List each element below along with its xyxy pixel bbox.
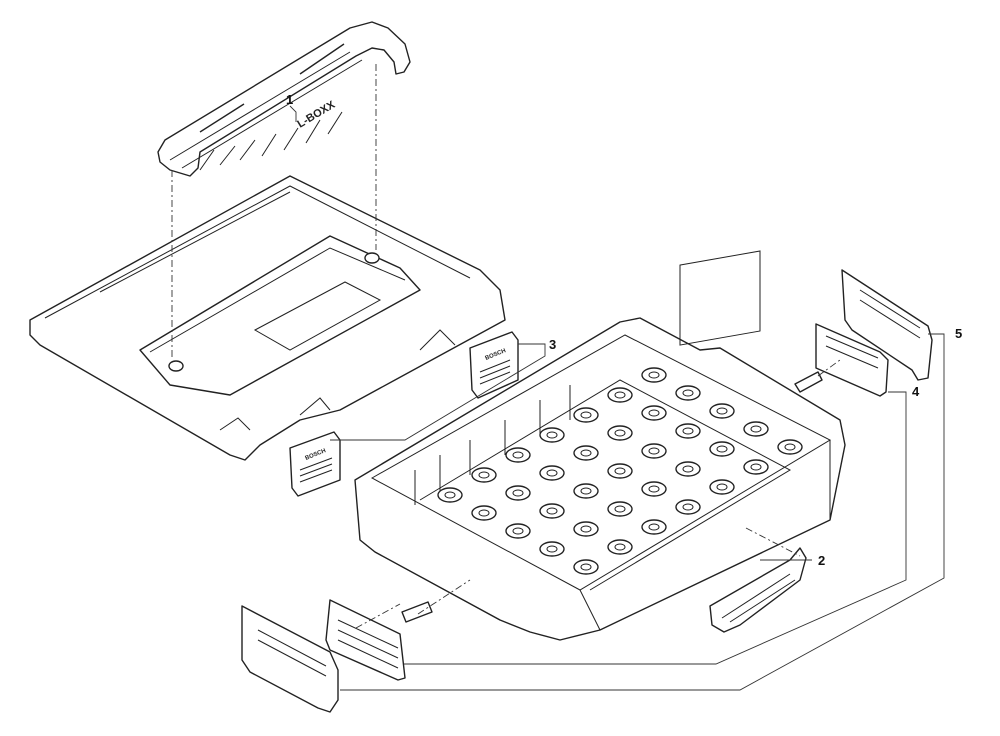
grid-cell-hub <box>750 463 762 471</box>
grid-cell-hub <box>682 427 694 435</box>
part-4-latch-left <box>325 599 433 681</box>
grid-cell-hub <box>716 483 728 491</box>
grid-cell-hub <box>546 431 558 439</box>
grid-cell-hub <box>682 503 694 511</box>
part-5-cover-left <box>241 605 339 713</box>
grid-cell-hub <box>580 563 592 571</box>
grid-cell-hub <box>580 449 592 457</box>
grid-cell <box>505 485 531 501</box>
part-1-carry-handle: L-BOXX <box>157 21 411 177</box>
grid-cell-hub <box>716 445 728 453</box>
grid-cell <box>505 523 531 539</box>
grid-cell <box>539 541 565 557</box>
grid-cell-hub <box>614 429 626 437</box>
grid-cell-hub <box>648 447 660 455</box>
grid-cell <box>743 421 769 437</box>
grid-cell <box>505 447 531 463</box>
grid-cell <box>675 461 701 477</box>
grid-cell-hub <box>614 391 626 399</box>
part-3-clip-upper: BOSCH <box>469 331 519 399</box>
grid-cell-hub <box>750 425 762 433</box>
grid-cell-hub <box>478 471 490 479</box>
grid-cell <box>607 501 633 517</box>
grid-cell-hub <box>512 527 524 535</box>
grid-cell <box>573 445 599 461</box>
grid-cell-hub <box>716 407 728 415</box>
grid-cell-hub <box>614 505 626 513</box>
grid-cell <box>539 427 565 443</box>
grid-cell <box>607 539 633 555</box>
insert-grid <box>437 367 803 575</box>
grid-cell-hub <box>648 371 660 379</box>
grid-cell <box>471 467 497 483</box>
grid-cell <box>471 505 497 521</box>
grid-cell <box>675 499 701 515</box>
grid-cell <box>607 463 633 479</box>
grid-cell <box>675 423 701 439</box>
grid-cell-hub <box>682 389 694 397</box>
grid-cell <box>437 487 463 503</box>
leader-lines <box>289 105 945 691</box>
grid-cell <box>641 519 667 535</box>
lid <box>29 175 506 461</box>
grid-cell-hub <box>512 451 524 459</box>
grid-cell <box>675 385 701 401</box>
grid-cell <box>641 367 667 383</box>
part-4-latch-right <box>794 323 889 397</box>
grid-cell-hub <box>682 465 694 473</box>
grid-cell-hub <box>580 411 592 419</box>
grid-cell-hub <box>546 507 558 515</box>
grid-cell-hub <box>444 491 456 499</box>
grid-cell-hub <box>648 485 660 493</box>
grid-cell <box>641 443 667 459</box>
grid-cell <box>709 403 735 419</box>
grid-cell-hub <box>546 469 558 477</box>
grid-cell <box>709 479 735 495</box>
grid-cell <box>573 407 599 423</box>
grid-cell-hub <box>512 489 524 497</box>
grid-cell-hub <box>614 543 626 551</box>
callout-2: 2 <box>818 553 825 568</box>
grid-cell-hub <box>648 409 660 417</box>
callout-5: 5 <box>955 326 962 341</box>
grid-cell <box>641 405 667 421</box>
grid-cell-hub <box>546 545 558 553</box>
grid-cell <box>777 439 803 455</box>
grid-cell <box>573 521 599 537</box>
callout-1: 1 <box>286 92 293 107</box>
part-5-cover-right <box>841 269 933 381</box>
grid-cell <box>607 425 633 441</box>
grid-cell <box>539 465 565 481</box>
grid-cell-hub <box>614 467 626 475</box>
box-body <box>354 250 846 641</box>
part-3-clip-lower: BOSCH <box>289 431 341 497</box>
grid-cell-hub <box>580 487 592 495</box>
grid-cell <box>539 503 565 519</box>
callout-3: 3 <box>549 337 556 352</box>
part-2-side-handle <box>709 547 807 633</box>
grid-cell-hub <box>580 525 592 533</box>
grid-cell <box>743 459 769 475</box>
grid-cell <box>573 559 599 575</box>
grid-cell-hub <box>784 443 796 451</box>
grid-cell <box>641 481 667 497</box>
alignment-lines <box>171 64 841 629</box>
grid-cell <box>709 441 735 457</box>
grid-cell <box>573 483 599 499</box>
grid-cell-hub <box>478 509 490 517</box>
grid-cell-hub <box>648 523 660 531</box>
grid-cell <box>607 387 633 403</box>
callout-4: 4 <box>912 384 920 399</box>
